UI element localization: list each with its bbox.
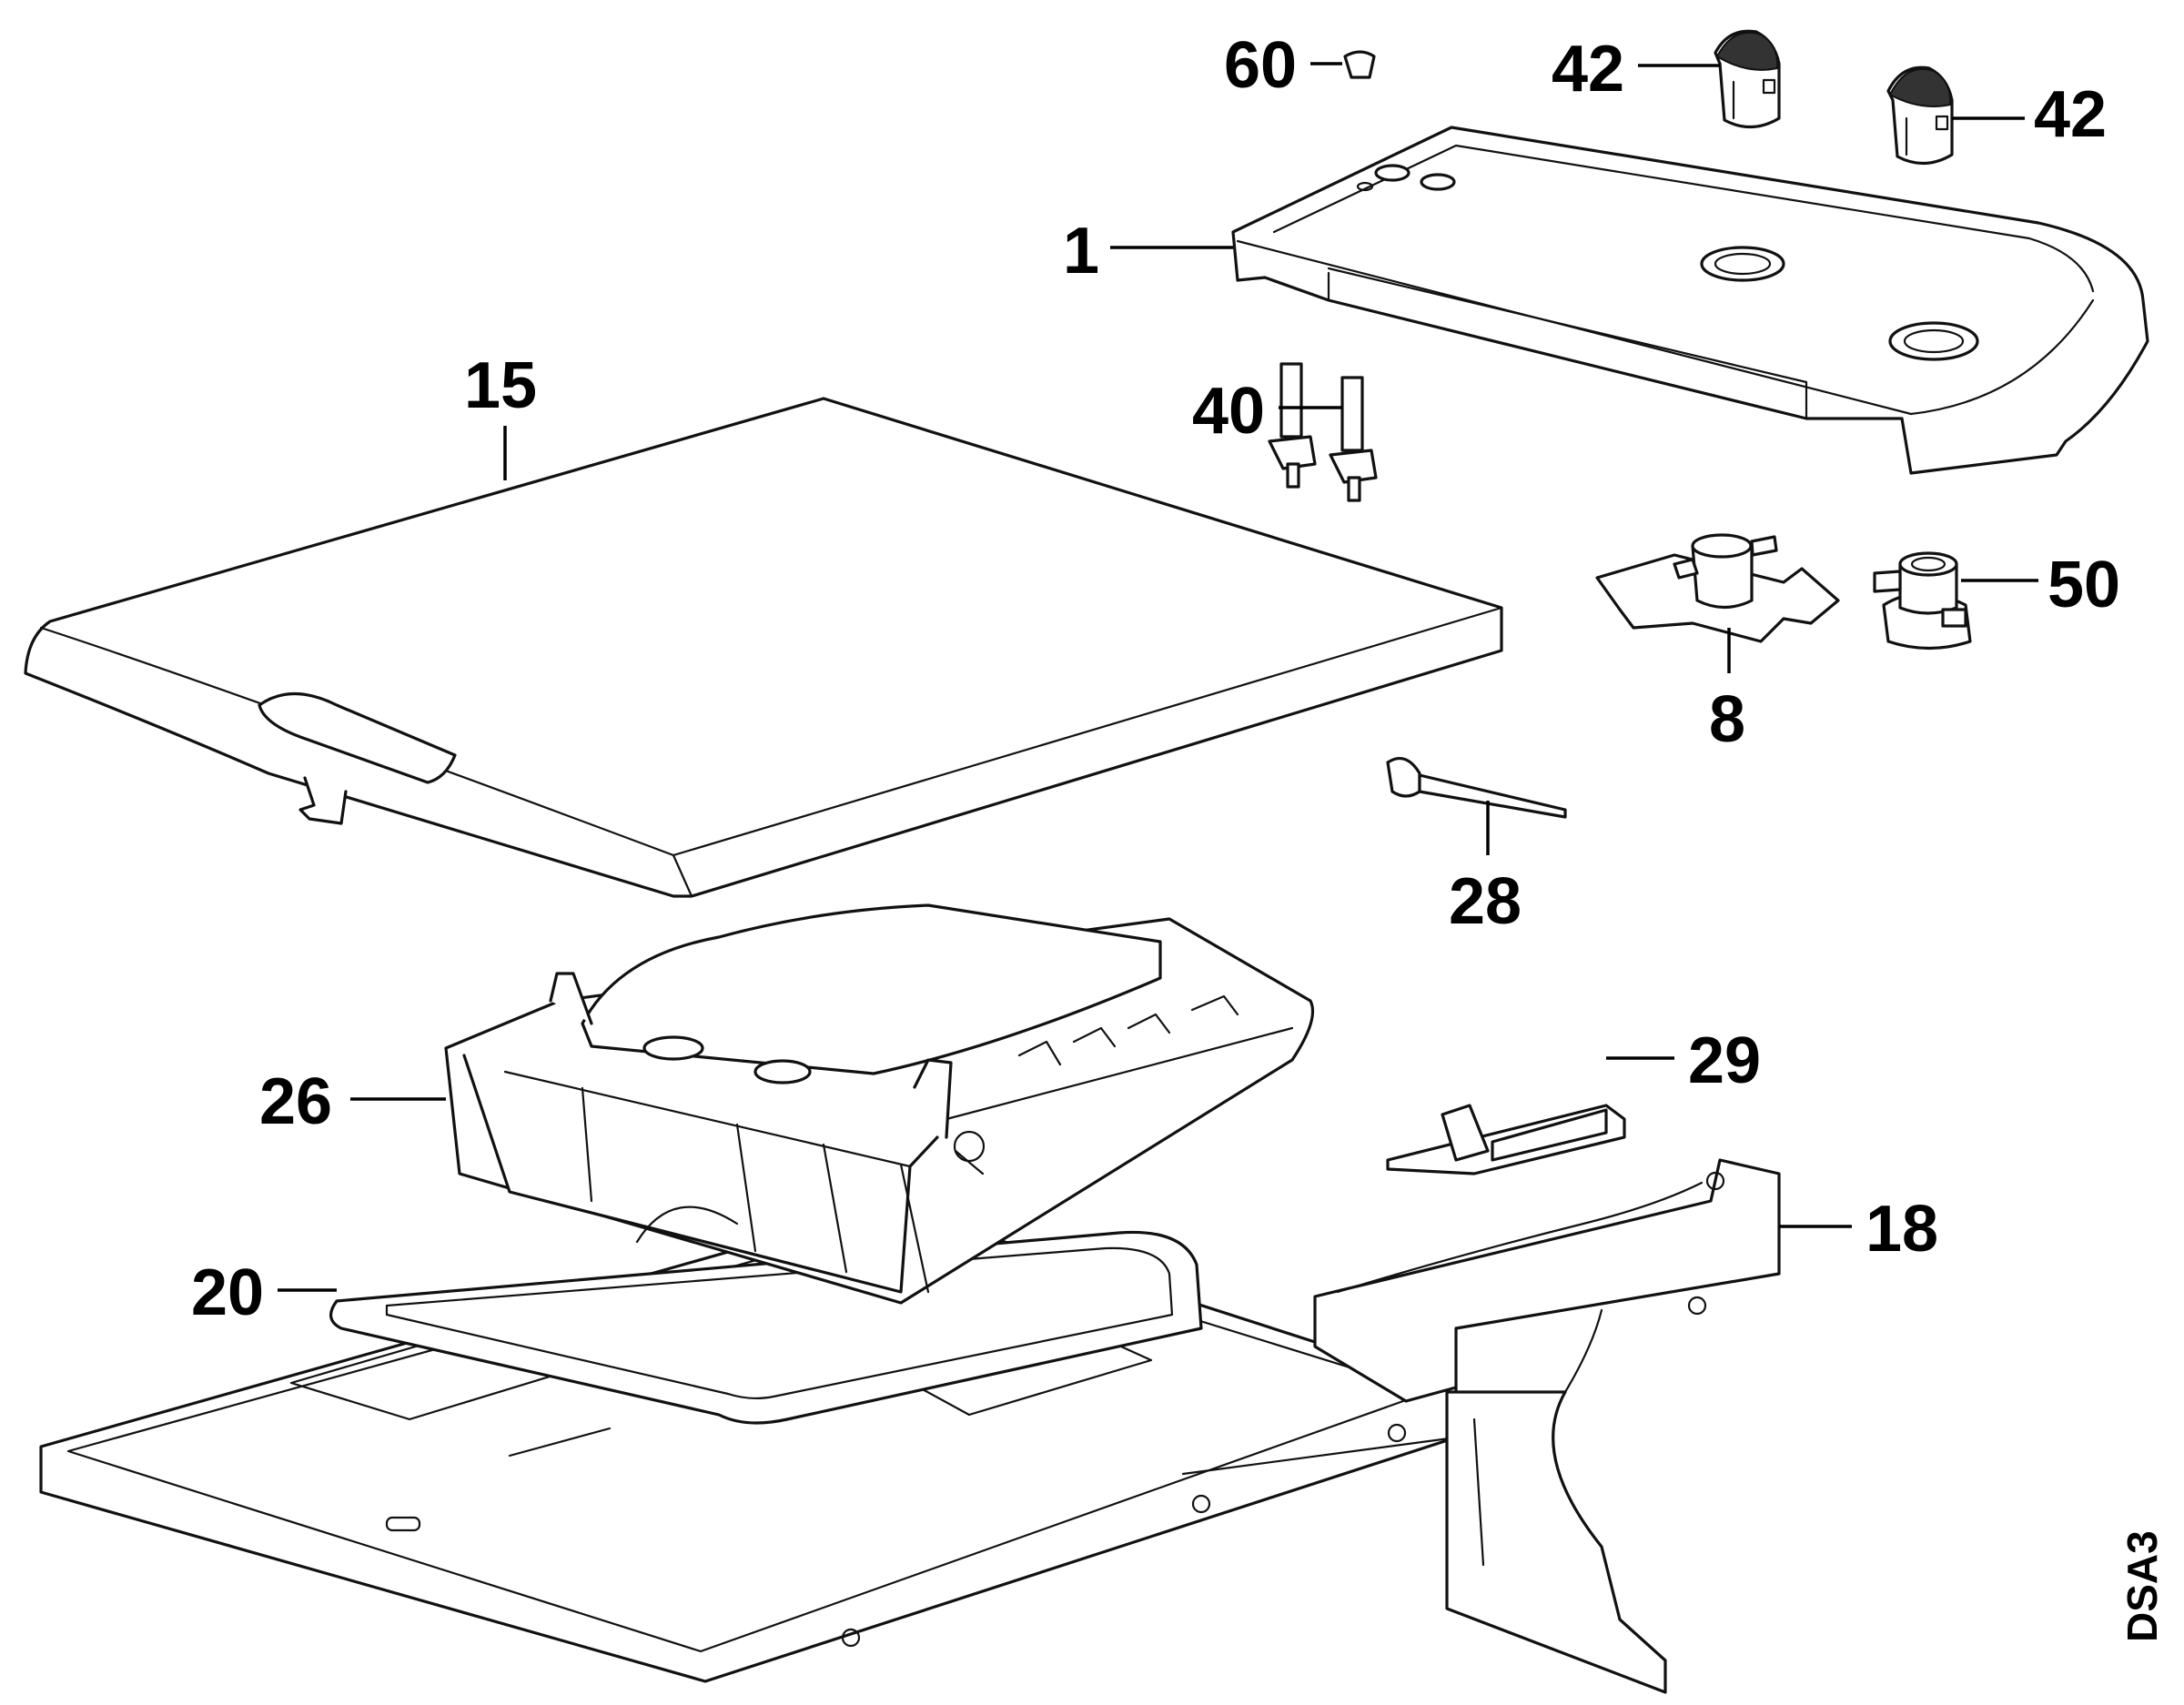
drawing-code: DSA3 (2118, 1530, 2166, 1642)
pin-28 (1386, 756, 1567, 819)
callout-28: 28 (1449, 865, 1522, 938)
callout-42-left: 42 (1552, 33, 1624, 106)
pushbutton-40-right (1329, 376, 1378, 502)
callout-60: 60 (1224, 29, 1297, 102)
valve-assembly-8 (1595, 533, 1840, 643)
callout-40: 40 (1192, 375, 1265, 448)
lid-15 (24, 397, 1503, 898)
callout-18: 18 (1866, 1193, 1938, 1266)
dispenser-drawer-26 (444, 903, 1315, 1305)
callout-labels: 60 42 42 1 15 40 50 8 28 29 26 18 20 DSA… (191, 29, 2166, 1642)
callout-29: 29 (1688, 1024, 1761, 1097)
plug-60 (1343, 50, 1376, 79)
pushbutton-40-left (1268, 362, 1317, 489)
callout-50: 50 (2048, 549, 2120, 621)
callout-15: 15 (464, 349, 537, 422)
bracket-18 (1313, 1158, 1781, 1694)
callout-1: 1 (1063, 215, 1099, 288)
leader-lines (278, 62, 2038, 1292)
callout-8: 8 (1709, 683, 1745, 756)
knob-42-right (1886, 66, 1954, 166)
callout-20: 20 (191, 1256, 264, 1329)
callout-26: 26 (259, 1065, 332, 1138)
gasket-20 (329, 1230, 1203, 1425)
control-panel-1 (1231, 126, 2149, 475)
knob-42-left (1714, 29, 1781, 129)
callout-42-right: 42 (2034, 78, 2107, 151)
valve-50 (1873, 551, 1972, 651)
clip-29 (1386, 1104, 1626, 1175)
